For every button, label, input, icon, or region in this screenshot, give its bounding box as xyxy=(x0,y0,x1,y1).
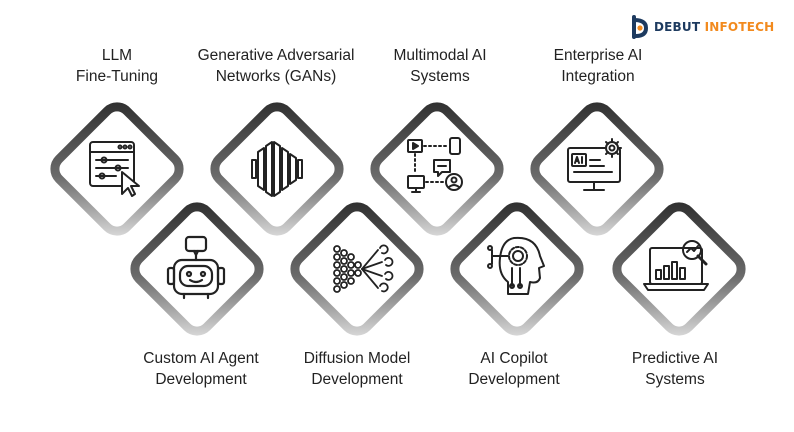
label-ai-copilot: AI Copilot Development xyxy=(424,348,604,390)
label-custom-ai-agent: Custom AI Agent Development xyxy=(111,348,291,390)
label-line1: Predictive AI xyxy=(631,350,719,367)
enterprise-integration-icon xyxy=(567,138,622,191)
diffusion-model-icon xyxy=(333,244,394,293)
label-line2: Development xyxy=(311,371,403,388)
gan-icon xyxy=(251,141,303,197)
brand-name-part2: INFOTECH xyxy=(704,20,775,34)
brand-logo: DEBUT INFOTECH xyxy=(628,14,774,40)
tile-custom-ai-agent xyxy=(122,194,272,344)
diamond-frame xyxy=(210,102,344,236)
multimodal-icon xyxy=(407,137,463,193)
label-line2: Integration xyxy=(561,68,635,85)
label-line1: Generative Adversarial xyxy=(197,47,355,64)
label-diffusion-model: Diffusion Model Development xyxy=(267,348,447,390)
label-predictive-ai: Predictive AI Systems xyxy=(585,348,765,390)
diamond-frame xyxy=(290,202,424,336)
label-line2: Systems xyxy=(410,68,470,85)
diamond-frame xyxy=(450,202,584,336)
label-line1: Custom AI Agent xyxy=(143,350,259,367)
diamond-frame xyxy=(370,102,504,236)
label-line2: Development xyxy=(155,371,247,388)
label-gans: Generative Adversarial Networks (GANs) xyxy=(186,45,366,87)
tile-gans xyxy=(202,94,352,244)
label-line1: Enterprise AI xyxy=(553,47,643,64)
label-line1: AI Copilot xyxy=(480,350,548,367)
diamond-frame xyxy=(530,102,664,236)
brand-name-part1: DEBUT xyxy=(654,20,705,34)
diamond-frame xyxy=(130,202,264,336)
label-line2: Systems xyxy=(645,371,705,388)
ai-copilot-icon xyxy=(487,236,545,295)
predictive-ai-icon xyxy=(643,240,709,291)
ai-agent-robot-icon xyxy=(166,235,226,300)
tile-enterprise-ai xyxy=(522,94,672,244)
tile-multimodal-ai xyxy=(362,94,512,244)
label-line2: Networks (GANs) xyxy=(215,68,337,85)
llm-finetuning-icon xyxy=(89,141,140,197)
brand-name: DEBUT INFOTECH xyxy=(654,20,774,34)
tile-llm-fine-tuning xyxy=(42,94,192,244)
label-line2: Development xyxy=(468,371,560,388)
label-line1: Diffusion Model xyxy=(303,350,411,367)
label-multimodal-ai: Multimodal AI Systems xyxy=(350,45,530,87)
tile-ai-copilot xyxy=(442,194,592,344)
label-llm-fine-tuning: LLM Fine-Tuning xyxy=(27,45,207,87)
label-line1: LLM xyxy=(101,47,133,64)
label-enterprise-ai: Enterprise AI Integration xyxy=(508,45,688,87)
tile-diffusion-model xyxy=(282,194,432,344)
label-line2: Fine-Tuning xyxy=(75,68,159,85)
tile-predictive-ai xyxy=(604,194,754,344)
label-line1: Multimodal AI xyxy=(393,47,487,64)
brand-logo-icon xyxy=(632,15,649,39)
